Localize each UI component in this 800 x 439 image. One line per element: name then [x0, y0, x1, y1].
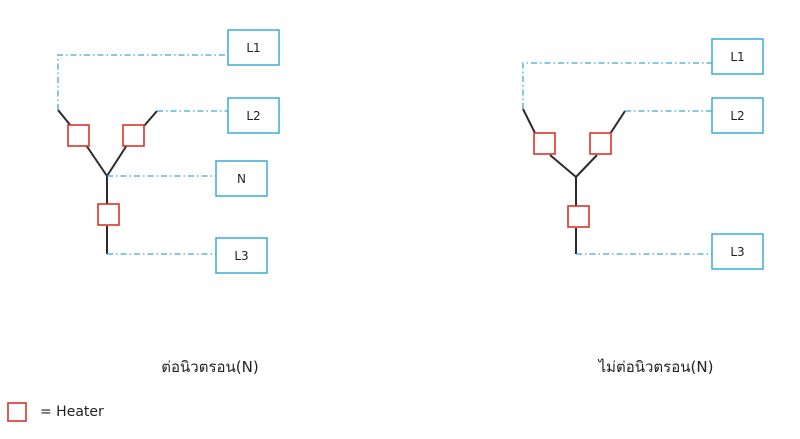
- terminal-box-l2: [711, 97, 764, 134]
- dash-line-group: [522, 62, 712, 255]
- terminal-label-n: N: [237, 172, 246, 186]
- terminal-label-l2: L2: [246, 109, 260, 123]
- heater-group: [67, 124, 145, 226]
- wire-l2-top: [609, 110, 626, 135]
- terminal-label-l1: L1: [246, 41, 260, 55]
- star-diagram-with-neutral: L1 L2 N L3 ต่อนิวตรอน(N): [57, 29, 280, 376]
- wire-group: [522, 108, 626, 254]
- terminal-box-l2: [227, 97, 280, 134]
- terminal-box-l3: [215, 237, 268, 274]
- wire-l1-center: [85, 144, 108, 177]
- terminal-box-group: [215, 29, 280, 274]
- star-diagram-without-neutral: L1 L2 L3 ไม่ต่อนิวตรอน(N): [522, 38, 764, 376]
- wire-l2-center: [575, 154, 598, 178]
- terminal-label-l3: L3: [234, 249, 248, 263]
- heater-right-icon: [589, 132, 612, 155]
- dash-line-group: [57, 54, 228, 255]
- legend-text: = Heater: [40, 404, 104, 420]
- terminal-label-l2: L2: [730, 109, 744, 123]
- heater-left-icon: [67, 124, 90, 147]
- wire-l1-top: [522, 108, 536, 134]
- dash-line-l1: [522, 62, 712, 109]
- heater-bottom-icon: [97, 203, 120, 226]
- terminal-label-l3: L3: [730, 245, 744, 259]
- wire-l1-top: [57, 109, 72, 127]
- dash-line-l1: [57, 54, 228, 110]
- terminal-box-n: [215, 160, 268, 197]
- terminal-label-l1: L1: [730, 50, 744, 64]
- heater-bottom-icon: [567, 205, 590, 228]
- terminal-box-group: [711, 38, 764, 270]
- heater-square-icon: [7, 402, 27, 422]
- wire-l2-center: [106, 144, 128, 177]
- caption-with-neutral: ต่อนิวตรอน(N): [161, 358, 258, 376]
- wire-l2-top: [143, 110, 158, 127]
- heater-left-icon: [533, 132, 556, 155]
- heater-right-icon: [122, 124, 145, 147]
- terminal-box-l3: [711, 233, 764, 270]
- terminal-box-l1: [227, 29, 280, 66]
- heater-group: [533, 132, 612, 228]
- terminal-box-l1: [711, 38, 764, 75]
- wire-group: [57, 109, 158, 254]
- wire-l1-center: [549, 154, 577, 178]
- caption-without-neutral: ไม่ต่อนิวตรอน(N): [598, 358, 714, 376]
- legend: = Heater: [7, 402, 104, 422]
